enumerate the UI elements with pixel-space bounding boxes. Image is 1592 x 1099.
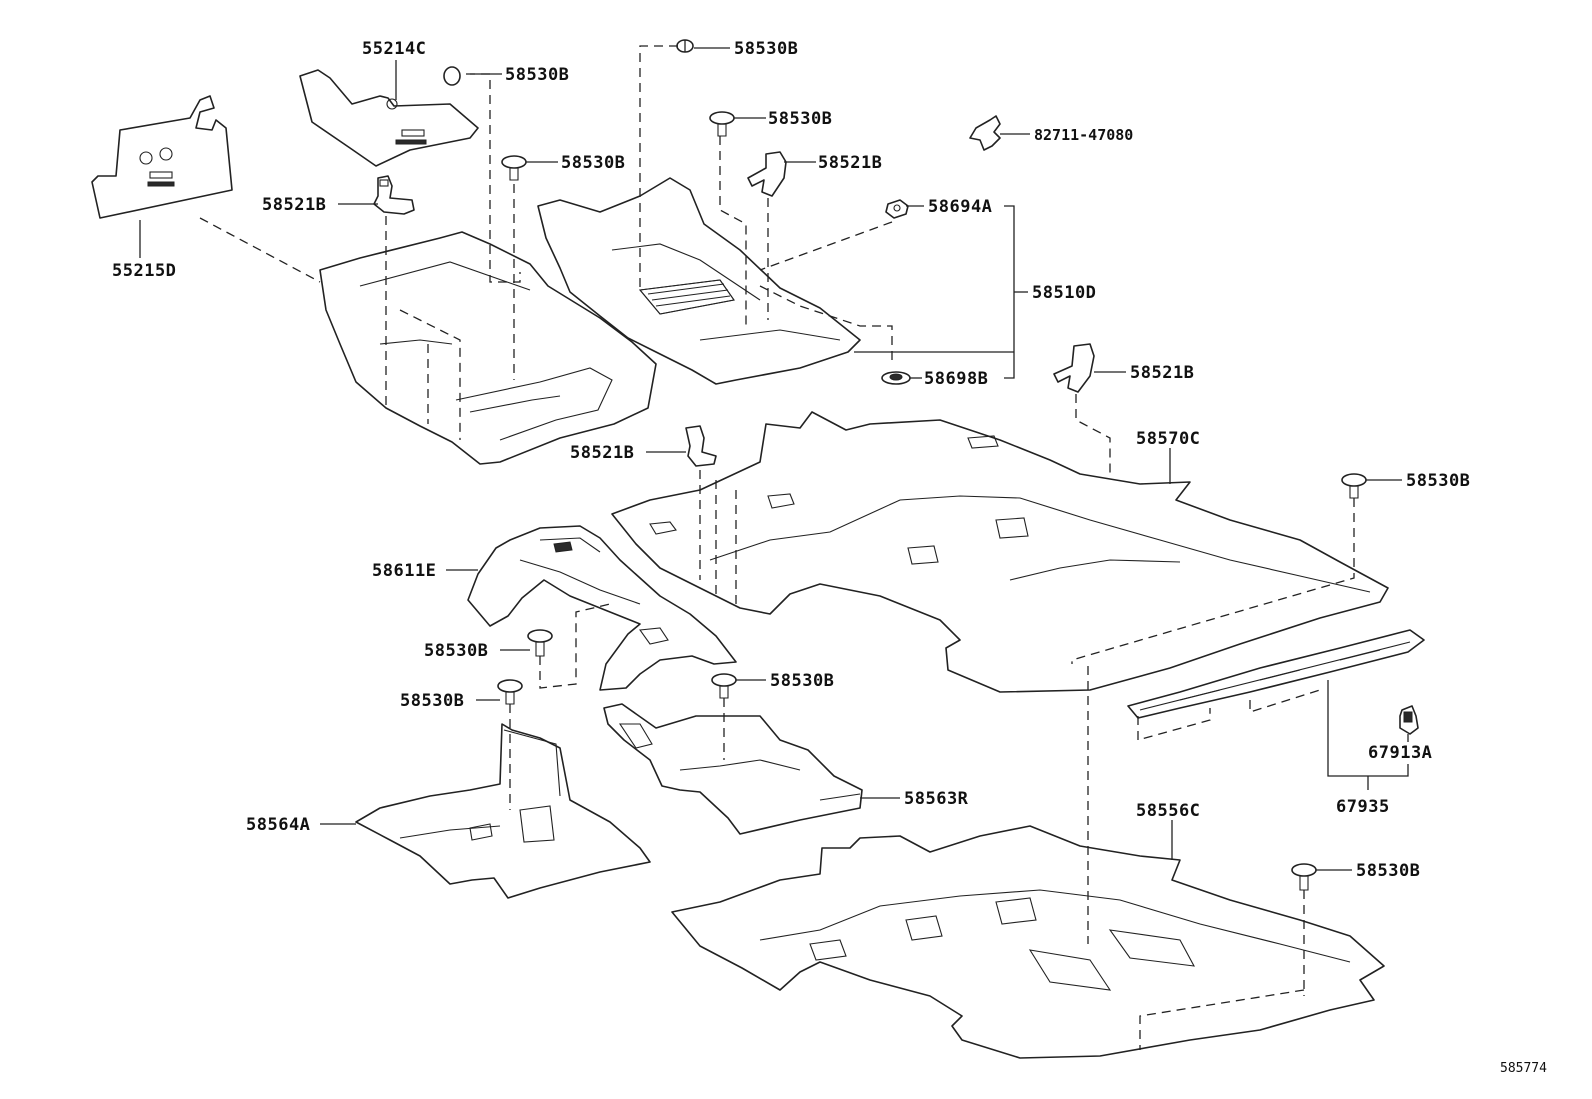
part-58694A-clip[interactable]	[885, 199, 909, 219]
label-58698B[interactable]: 58698B	[924, 369, 988, 389]
label-58556C[interactable]: 58556C	[1136, 801, 1200, 821]
label-58521B-right[interactable]: 58521B	[1130, 363, 1194, 383]
leader-lines	[139, 47, 1409, 871]
part-58530B-clip-9[interactable]	[1291, 863, 1317, 891]
part-58530B-clip-5[interactable]	[1341, 473, 1367, 499]
part-58521B-clip-right[interactable]	[1053, 343, 1095, 393]
part-58698B-washer[interactable]	[881, 371, 911, 385]
label-58530B-4[interactable]: 58530B	[561, 153, 625, 173]
label-58563R[interactable]: 58563R	[904, 789, 969, 809]
label-58530B-1[interactable]: 58530B	[505, 65, 569, 85]
label-58521B-middle[interactable]: 58521B	[570, 443, 634, 463]
part-58611E-floor-carpet-front[interactable]	[467, 525, 737, 691]
label-67913A[interactable]: 67913A	[1368, 743, 1432, 763]
part-58570C-floor-carpet[interactable]	[611, 411, 1389, 693]
part-55215D-shield[interactable]	[91, 95, 233, 219]
label-55214C[interactable]: 55214C	[362, 39, 426, 59]
diagram-reference-number: 585774	[1500, 1061, 1547, 1076]
label-58530B-8[interactable]: 58530B	[770, 671, 834, 691]
part-58530B-clip-6[interactable]	[527, 629, 553, 657]
part-58564A-floor-carpet[interactable]	[355, 723, 651, 899]
part-58556C-floor-carpet[interactable]	[671, 825, 1385, 1059]
part-55214C-shield[interactable]	[299, 69, 479, 167]
label-58611E[interactable]: 58611E	[372, 561, 436, 581]
label-58530B-5[interactable]: 58530B	[1406, 471, 1470, 491]
part-labels: 55214C 55215D 58530B 58530B 58530B 58530…	[112, 39, 1547, 1076]
label-58530B-7[interactable]: 58530B	[400, 691, 464, 711]
part-58563R-floor-carpet[interactable]	[603, 703, 863, 835]
part-58530B-clip-2[interactable]	[676, 39, 694, 53]
part-58521B-clip-left[interactable]	[373, 175, 415, 215]
label-67935[interactable]: 67935	[1336, 797, 1390, 817]
part-58530B-clip-3[interactable]	[709, 111, 735, 137]
part-58530B-clip-4[interactable]	[501, 155, 527, 181]
part-58521B-clip-upper[interactable]	[747, 151, 787, 197]
label-58564A[interactable]: 58564A	[246, 815, 310, 835]
label-58694A[interactable]: 58694A	[928, 197, 992, 217]
assembly-dashed-lines	[199, 45, 1355, 1050]
label-58510D[interactable]: 58510D	[1032, 283, 1096, 303]
part-58530B-clip-1[interactable]	[443, 66, 461, 86]
label-58521B-upper[interactable]: 58521B	[818, 153, 882, 173]
part-82711-47080-bracket[interactable]	[969, 115, 1001, 151]
label-58530B-6[interactable]: 58530B	[424, 641, 488, 661]
label-82711-47080[interactable]: 82711-47080	[1034, 126, 1133, 144]
label-58530B-2[interactable]: 58530B	[734, 39, 798, 59]
part-58530B-clip-7[interactable]	[497, 679, 523, 705]
part-67913A-clip[interactable]	[1399, 705, 1419, 735]
part-58521B-clip-middle[interactable]	[685, 425, 717, 467]
label-55215D[interactable]: 55215D	[112, 261, 176, 281]
label-58530B-9[interactable]: 58530B	[1356, 861, 1420, 881]
part-67935-scuff-plate[interactable]	[1127, 629, 1425, 719]
label-58521B-left[interactable]: 58521B	[262, 195, 326, 215]
label-58530B-3[interactable]: 58530B	[768, 109, 832, 129]
label-58570C[interactable]: 58570C	[1136, 429, 1200, 449]
part-rear-left-floor-silencer[interactable]	[319, 231, 657, 465]
part-58530B-clip-8[interactable]	[711, 673, 737, 699]
part-front-floor-silencer-center[interactable]	[537, 177, 861, 385]
